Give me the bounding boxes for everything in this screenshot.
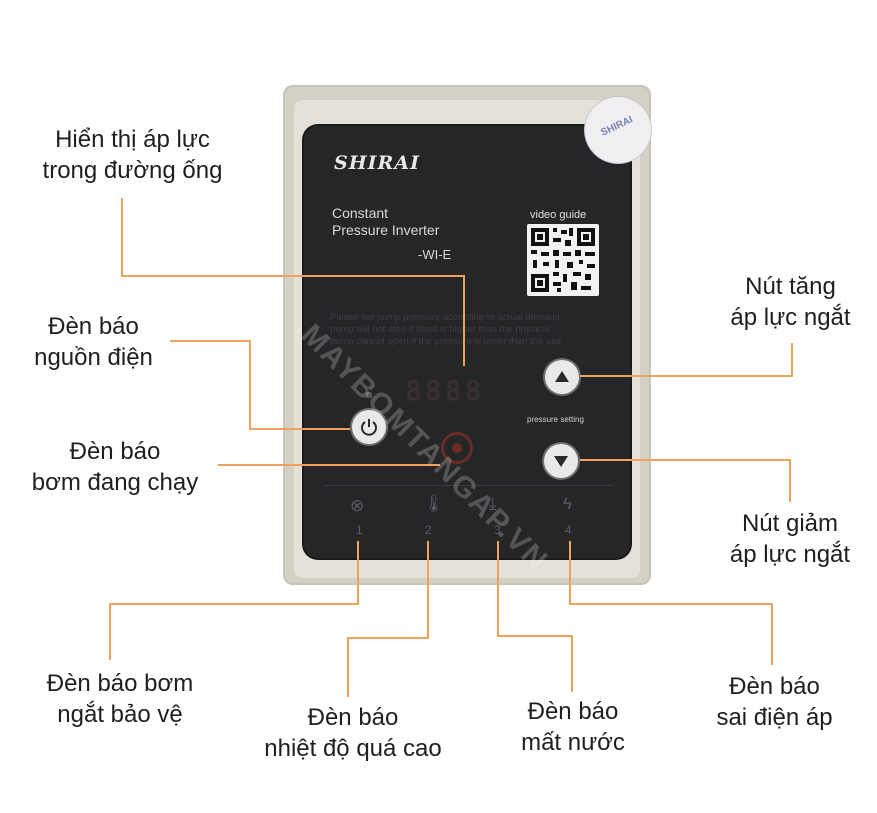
warning-line-3: pump cannot open if the pressure is lowe… [330,336,562,347]
increase-pressure-button[interactable] [545,360,579,394]
protection-icon: ⊗ [350,496,365,515]
pressure-setting-label: pressure setting [527,415,584,424]
power-icon [361,419,377,436]
label-protection-light: Đèn báo bơm ngắt bảo vệ [46,670,194,728]
line-water-loss-light [497,541,573,692]
product-line-2: Pressure Inverter [332,222,440,238]
warning-line-1: Please set pump pressure according to ac… [330,312,560,323]
product-line-1: Constant [332,205,389,221]
power-indicator-icon [366,392,372,398]
running-indicator-dot [452,443,462,453]
line-voltage-light [569,541,773,665]
label-increase-button: Nút tăng áp lực ngắt [730,273,851,331]
line-temperature-light [347,541,429,697]
pressure-display: 8888 [405,374,485,407]
lightning-icon: ϟ [563,494,572,513]
line-increase-button [580,343,793,377]
brand-logo: SHIRAI [334,152,420,174]
water-level-icon: ⤓ [489,494,497,513]
triangle-up-icon [555,371,569,382]
company-seal [585,97,651,163]
video-guide-label: video guide [530,209,587,221]
line-power-light [170,340,350,430]
running-indicator-ring [441,432,473,464]
label-pressure-display: Hiển thị áp lực trong đường ống [42,126,223,184]
label-power-light: Đèn báo nguồn điện [34,313,153,371]
label-temperature-light: Đèn báo nhiệt độ quá cao [264,704,442,762]
control-panel [304,126,630,558]
qr-code[interactable] [527,224,599,296]
warning-line-2: pump will not stop if head is higher tha… [330,324,550,335]
label-decrease-button: Nút giảm áp lực ngắt [729,510,851,568]
label-water-loss-light: Đèn báo mất nước [521,698,625,756]
pressure-warning-text: Please set pump pressure according to ac… [330,312,605,348]
status-number-3: 3 [494,523,501,537]
thermometer-icon: 🌡 [423,494,445,513]
triangle-down-icon [554,456,568,467]
status-number-4: 4 [565,523,572,537]
line-protection-light [109,541,359,660]
status-divider [324,485,614,486]
decrease-pressure-button[interactable] [544,444,578,478]
model-code: -WI-E [418,247,452,262]
label-running-light: Đèn báo bơm đang chạy [31,438,199,496]
line-pressure-display [121,198,465,366]
line-decrease-button [580,459,791,502]
status-number-2: 2 [425,523,432,537]
label-voltage-light: Đèn báo sai điện áp [716,673,833,731]
qr-code-pattern [531,228,595,292]
power-button[interactable] [352,410,386,444]
status-number-1: 1 [356,523,363,537]
product-name: Constant Pressure Inverter [332,205,439,239]
